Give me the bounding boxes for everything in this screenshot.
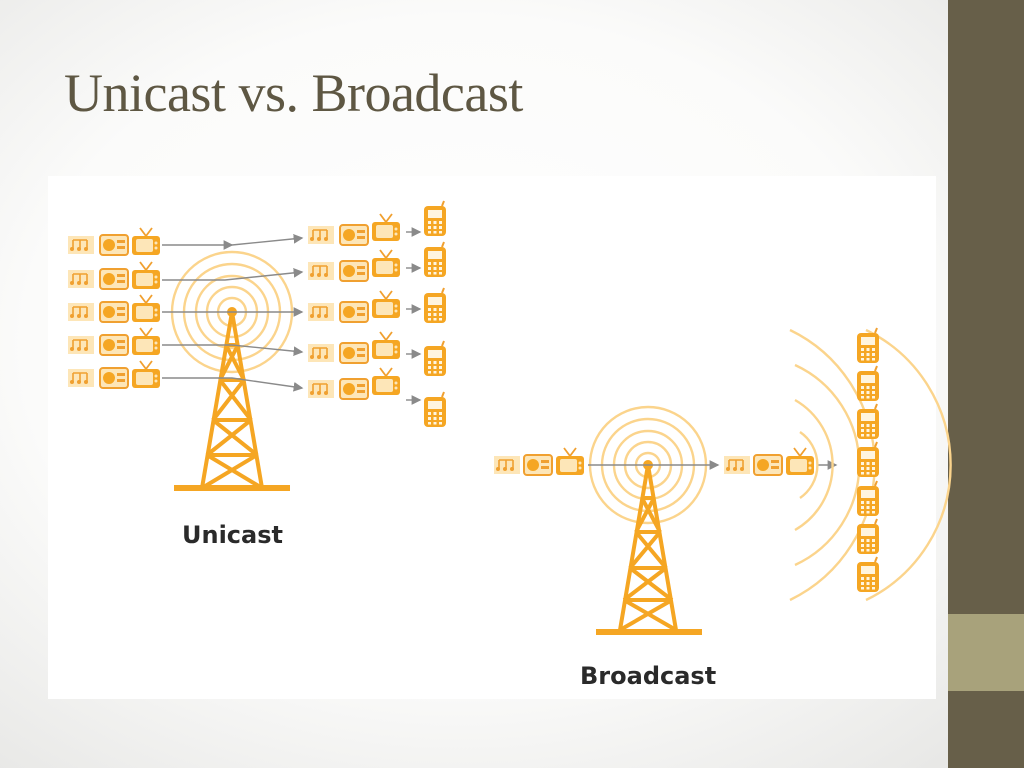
radio-icon (339, 378, 369, 400)
mobile-phone-icon (856, 365, 880, 402)
mobile-phone-icon (856, 556, 880, 593)
music-note-icon (723, 455, 751, 475)
radio-icon (99, 334, 129, 356)
unicast-label: Unicast (182, 521, 283, 549)
unicast-signal-lines (162, 233, 304, 392)
music-note-icon (67, 269, 95, 289)
unicast-receiver-row (307, 367, 447, 428)
mobile-phone-icon (423, 200, 447, 237)
mobile-phone-icon (856, 441, 880, 478)
diagram-panel (48, 176, 936, 699)
mobile-phone-icon (856, 327, 880, 364)
music-note-icon (493, 455, 521, 475)
music-note-icon (307, 302, 335, 322)
radio-icon (339, 224, 369, 246)
radio-icon (99, 301, 129, 323)
slide-sidebar-accent (948, 614, 1024, 691)
radio-icon (753, 454, 783, 476)
radio-icon (339, 342, 369, 364)
unicast-receiver-row (307, 331, 447, 377)
mobile-phone-icon (856, 403, 880, 440)
slide-title: Unicast vs. Broadcast (64, 63, 523, 123)
radio-icon (99, 268, 129, 290)
radio-icon (523, 454, 553, 476)
mobile-phone-icon (423, 287, 447, 324)
mobile-phone-icon (423, 391, 447, 428)
music-note-icon (307, 379, 335, 399)
music-note-icon (307, 261, 335, 281)
music-note-icon (67, 302, 95, 322)
broadcast-transmission-tower-icon (596, 460, 702, 635)
music-note-icon (67, 368, 95, 388)
mobile-phone-icon (423, 241, 447, 278)
music-note-icon (67, 335, 95, 355)
mobile-phone-icon (856, 480, 880, 517)
radio-icon (339, 260, 369, 282)
music-note-icon (67, 235, 95, 255)
radio-icon (99, 367, 129, 389)
mobile-phone-icon (423, 340, 447, 377)
music-note-icon (307, 225, 335, 245)
music-note-icon (307, 343, 335, 363)
radio-icon (339, 301, 369, 323)
unicast-receiver-row (307, 200, 447, 246)
radio-icon (99, 234, 129, 256)
mobile-phone-icon (856, 518, 880, 555)
broadcast-label: Broadcast (580, 662, 716, 690)
unicast-receiver-row (307, 287, 447, 324)
unicast-receiver-row (307, 241, 447, 282)
